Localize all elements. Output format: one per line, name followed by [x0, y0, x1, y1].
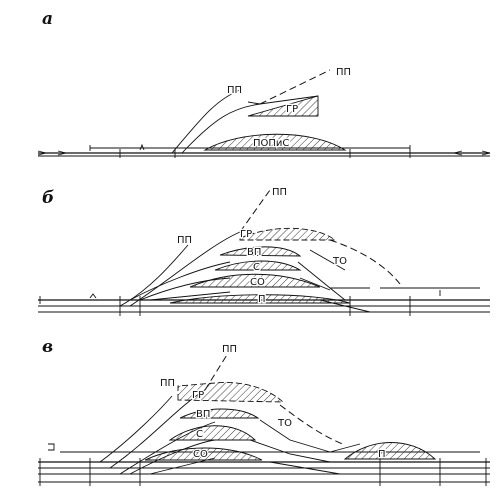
panel-b-letter: б — [42, 188, 54, 208]
panel-c-p-zone — [343, 442, 437, 460]
panel-b-pp-right-label: ПП — [272, 187, 287, 198]
panel-b-so-label: СО — [250, 277, 265, 288]
panel-a-letter: а — [42, 9, 53, 29]
panel-a-gr-zone — [247, 95, 319, 117]
panel-c-s-zone — [168, 425, 257, 441]
panel-c-gr-label: ГР — [192, 390, 204, 401]
panel-c-main-tracks — [38, 443, 490, 486]
panel-b-p-label: П — [258, 294, 266, 305]
panel-c: в ПП — [38, 337, 490, 486]
panel-c-vp-label: ВП — [196, 409, 210, 420]
panel-b-gr-label: ГР — [240, 229, 252, 240]
panel-b-to-label: ТО — [332, 256, 347, 267]
panel-c-so-zone — [144, 447, 263, 461]
panel-c-so-label: СО — [193, 449, 208, 460]
panel-a-pp-left-label: ПП — [227, 85, 242, 96]
panel-b-vp-zone — [219, 246, 302, 257]
panel-a: а ПП ПП ГР ПОПиС — [37, 9, 491, 158]
panel-c-gr-zone — [177, 382, 285, 403]
panel-b-gr-zone — [239, 227, 337, 241]
panel-a-popis-zone — [203, 133, 347, 151]
panel-c-vp-zone — [179, 408, 260, 419]
panel-c-letter: в — [42, 337, 53, 357]
panel-a-popis-label: ПОПиС — [253, 138, 289, 149]
panel-a-gr-label: ГР — [286, 104, 298, 115]
panel-c-p-label: П — [378, 449, 386, 460]
panel-b-pp-left-label: ПП — [177, 235, 192, 246]
panel-c-to-label: ТО — [277, 418, 292, 429]
panel-b-s-label: С — [253, 262, 260, 273]
panel-a-connecting-lines — [171, 69, 331, 154]
panel-b: б ПП — [38, 186, 490, 316]
panel-b-p-zone — [169, 294, 351, 304]
panel-b-s-zone — [214, 260, 302, 271]
panel-b-vp-label: ВП — [247, 247, 261, 258]
panel-c-pp-left-label: ПП — [160, 378, 175, 389]
panel-c-pp-right-label: ПП — [222, 344, 237, 355]
panel-c-s-label: С — [196, 429, 203, 440]
panel-a-pp-right-label: ПП — [336, 67, 351, 78]
panel-b-so-zone — [189, 273, 321, 288]
